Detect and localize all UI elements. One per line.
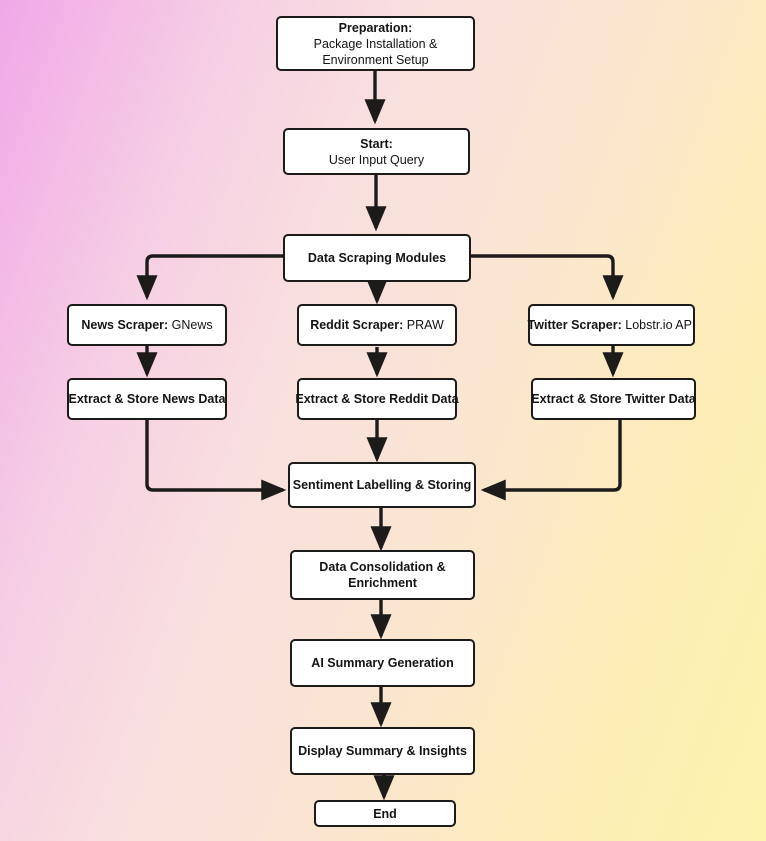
node-preparation[interactable]: Preparation: Package Installation & Envi… <box>276 16 475 71</box>
node-reddit-scraper-text: Reddit Scraper: PRAW <box>310 317 444 333</box>
node-twitter-scraper-value: Lobstr.io API <box>621 318 696 332</box>
node-sentiment-labelling-label: Sentiment Labelling & Storing <box>292 478 472 492</box>
node-start[interactable]: Start: User Input Query <box>283 128 470 175</box>
node-news-scraper-value: GNews <box>168 318 213 332</box>
edge-extracttwitter-sentiment <box>480 420 622 501</box>
node-news-scraper[interactable]: News Scraper: GNews <box>67 304 227 346</box>
edge-scraping-news <box>136 254 283 301</box>
node-news-scraper-text: News Scraper: GNews <box>81 317 212 333</box>
node-twitter-scraper[interactable]: Twitter Scraper: Lobstr.io API <box>528 304 695 346</box>
node-display-summary-label: Display Summary & Insights <box>298 744 467 758</box>
node-display-summary[interactable]: Display Summary & Insights <box>290 727 475 775</box>
node-reddit-scraper-label: Reddit Scraper: <box>310 318 404 332</box>
node-preparation-line2: Package Installation & <box>313 36 438 51</box>
node-data-consolidation[interactable]: Data Consolidation & Enrichment <box>290 550 475 600</box>
edge-scraping-twitter <box>471 254 624 301</box>
node-extract-news-label: Extract & Store News Data <box>68 392 226 406</box>
node-data-consolidation-line1: Data Consolidation & <box>319 560 446 574</box>
node-ai-summary-generation-label: AI Summary Generation <box>311 656 454 670</box>
node-preparation-line1: Preparation: <box>338 20 413 35</box>
node-data-scraping-modules-label: Data Scraping Modules <box>307 251 447 265</box>
node-extract-twitter[interactable]: Extract & Store Twitter Data <box>531 378 696 420</box>
node-twitter-scraper-label: Twitter Scraper: <box>527 318 622 332</box>
node-data-scraping-modules[interactable]: Data Scraping Modules <box>283 234 471 282</box>
node-start-line2: User Input Query <box>328 152 425 167</box>
node-extract-reddit-label: Extract & Store Reddit Data <box>295 392 459 406</box>
node-extract-reddit[interactable]: Extract & Store Reddit Data <box>295 378 459 420</box>
node-extract-twitter-label: Extract & Store Twitter Data <box>531 392 696 406</box>
node-data-consolidation-line2: Enrichment <box>348 576 417 590</box>
node-ai-summary-generation[interactable]: AI Summary Generation <box>290 639 475 687</box>
node-start-line1: Start: <box>360 136 393 151</box>
node-reddit-scraper-value: PRAW <box>403 318 444 332</box>
node-end[interactable]: End <box>314 800 456 827</box>
node-extract-news[interactable]: Extract & Store News Data <box>67 378 227 420</box>
node-preparation-line3: Environment Setup <box>322 52 429 67</box>
node-reddit-scraper[interactable]: Reddit Scraper: PRAW <box>297 304 457 346</box>
node-news-scraper-label: News Scraper: <box>81 318 169 332</box>
node-end-label: End <box>373 806 397 821</box>
node-sentiment-labelling[interactable]: Sentiment Labelling & Storing <box>288 462 476 508</box>
edge-extractnews-sentiment <box>145 420 287 501</box>
node-twitter-scraper-text: Twitter Scraper: Lobstr.io API <box>528 317 696 333</box>
